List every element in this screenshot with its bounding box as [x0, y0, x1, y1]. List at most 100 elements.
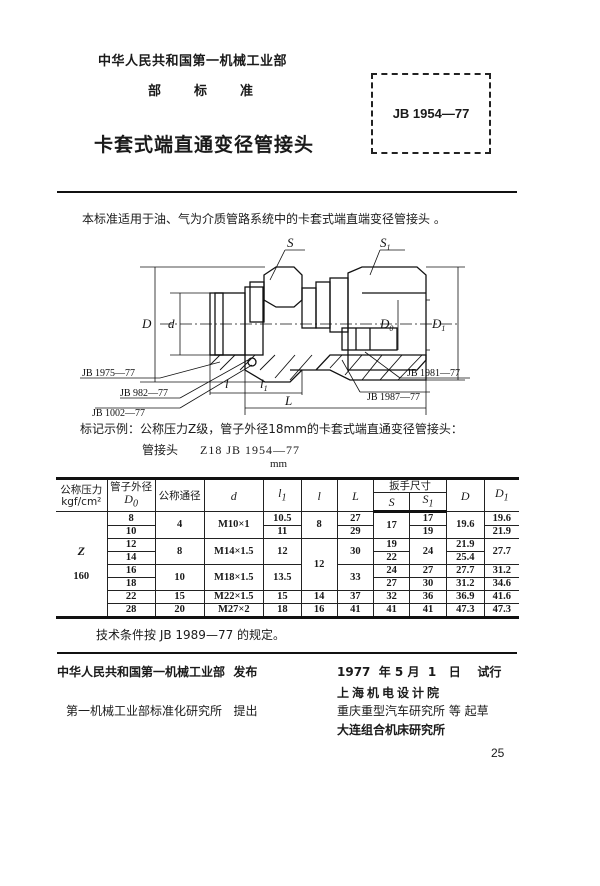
cell-d: M14×1.5: [203, 538, 264, 566]
header-nominal-bore: 公称通径: [154, 477, 205, 513]
cell-S1: 24: [409, 538, 447, 566]
standard-number: JB 1954—77: [392, 106, 470, 121]
standard-type-char: 准: [240, 84, 254, 99]
header-tube-od-symbol: D0: [124, 492, 138, 510]
cell-l1: 12: [262, 538, 302, 566]
standard-type-char: 部: [148, 84, 162, 99]
header-D1: D1: [483, 477, 519, 513]
marking-text: 公称压力Z级，管子外径18mm的卡套式端直通变径管接头：: [140, 422, 463, 436]
cell-L: 30: [336, 538, 375, 566]
pressure-class: Z: [77, 544, 85, 559]
cell-l: 14: [300, 590, 338, 605]
standard-number-box: JB 1954—77: [371, 73, 491, 154]
marking-example: 标记示例：公称压力Z级，管子外径18mm的卡套式端直通变径管接头：: [80, 420, 463, 437]
cell-D0: 8: [106, 511, 156, 527]
scope-statement: 本标准适用于油、气为介质管路系统中的卡套式端直端变径管接头 。: [82, 212, 446, 226]
effective-date: 1977 年 5 月 1 日 试行: [337, 665, 502, 679]
cell-S: 22: [373, 551, 411, 566]
table-row: 12 8 M14×1.5 12 12 30 19 24 21.9 27.7: [56, 538, 519, 592]
table-row: 18 27 30 31.2 34.6: [56, 577, 519, 592]
cell-S1: 41: [409, 603, 447, 619]
cell-S: 41: [373, 603, 411, 619]
marking-example-name: 管接头: [142, 443, 179, 457]
cell-D0: 18: [107, 577, 156, 592]
cell-D: 21.9: [445, 538, 485, 553]
label-S: S: [287, 235, 294, 250]
table-unit: mm: [270, 458, 288, 470]
header-wrench-size: 扳手尺寸: [373, 478, 447, 493]
ref-jb1975: JB 1975—77: [82, 368, 135, 379]
ref-jb1987: JB 1987—77: [367, 392, 420, 403]
label-D0: D0: [379, 316, 393, 333]
cell-D0: 16: [107, 564, 156, 579]
header-d: d: [203, 477, 264, 513]
header-l: l: [300, 477, 338, 513]
cell-l: 12: [300, 538, 338, 592]
header-S: S: [373, 491, 411, 514]
drafter-chongqing: 重庆重型汽车研究所 等 起草: [337, 704, 489, 718]
cell-D: 36.9: [445, 590, 485, 605]
drafter-shanghai: 上海机电设计院: [337, 686, 443, 700]
pressure-cell: Z 160: [56, 511, 108, 619]
header-l1: l1: [262, 477, 302, 513]
header-L: L: [336, 477, 375, 513]
header-D: D: [445, 477, 485, 513]
label-D1: D1: [431, 316, 445, 333]
cell-l1: 15: [262, 590, 302, 605]
cell-D1: 31.2: [483, 564, 519, 579]
cell-l1: 10.5: [262, 511, 302, 527]
header-pressure-label: 公称压力: [60, 483, 103, 496]
cell-S: 27: [373, 577, 411, 592]
drafter-dalian: 大连组合机床研究所: [337, 723, 446, 737]
cell-dn: 4: [154, 511, 205, 540]
pressure-value: 160: [73, 571, 90, 583]
cell-D1: 41.6: [483, 590, 519, 605]
table-row: 28 20 M27×2 18 16 41 41 41 47.3 47.3: [56, 603, 519, 619]
standard-type-char: 标: [194, 84, 208, 99]
cell-D0: 14: [107, 551, 156, 566]
cell-D: 19.6: [445, 511, 485, 540]
cell-S: 32: [373, 590, 411, 605]
cell-dn: 10: [154, 564, 205, 592]
cell-l: 8: [300, 511, 338, 540]
cell-dn: 8: [154, 538, 205, 566]
ministry-heading: 中华人民共和国第一机械工业部: [98, 54, 288, 69]
cell-L: 37: [336, 590, 375, 605]
cell-L: 41: [336, 603, 375, 619]
cell-l1: 13.5: [262, 564, 302, 592]
cell-D1: 21.9: [483, 525, 519, 540]
cell-S: 17: [373, 511, 411, 540]
cell-D1: 47.3: [483, 603, 519, 619]
label-l: l: [225, 376, 229, 391]
header-pressure-unit: kgf/cm²: [61, 495, 102, 508]
cell-l: 16: [300, 603, 338, 619]
cell-D: 27.7: [445, 564, 485, 579]
label-d: d: [168, 316, 175, 331]
page-number: 25: [491, 746, 505, 760]
cell-S: 24: [373, 564, 411, 579]
header-tube-od-label: 管子外径: [110, 481, 153, 493]
ref-jb1981: JB 1981—77: [407, 368, 460, 379]
label-S1: S1: [380, 235, 391, 252]
cell-D1: 19.6: [483, 511, 519, 527]
document-title: 卡套式端直通变径管接头: [94, 134, 315, 156]
table-row: 16 10 M18×1.5 13.5 33 24 27 27.7 31.2: [56, 564, 519, 592]
table-row: 14 22 25.4: [56, 551, 519, 566]
publisher: 中华人民共和国第一机械工业部 发布: [57, 665, 258, 679]
cell-D: 47.3: [445, 603, 485, 619]
cell-L: 29: [336, 525, 375, 540]
cell-S1: 36: [409, 590, 447, 605]
marking-example-designation: Z18 JB 1954—77: [200, 443, 301, 457]
cell-S1: 30: [409, 577, 447, 592]
ref-jb1002: JB 1002—77: [92, 408, 145, 419]
cell-l1: 18: [262, 603, 302, 619]
marking-label: 标记示例：: [80, 422, 141, 436]
cell-D1: 27.7: [483, 538, 519, 566]
cell-D1: 34.6: [483, 577, 519, 592]
cell-d: M18×1.5: [203, 564, 264, 592]
cell-D: 31.2: [445, 577, 485, 592]
cell-S1: 27: [409, 564, 447, 579]
label-l1: l1: [260, 376, 268, 393]
label-D: D: [141, 316, 152, 331]
header-S1: S1: [409, 491, 447, 514]
